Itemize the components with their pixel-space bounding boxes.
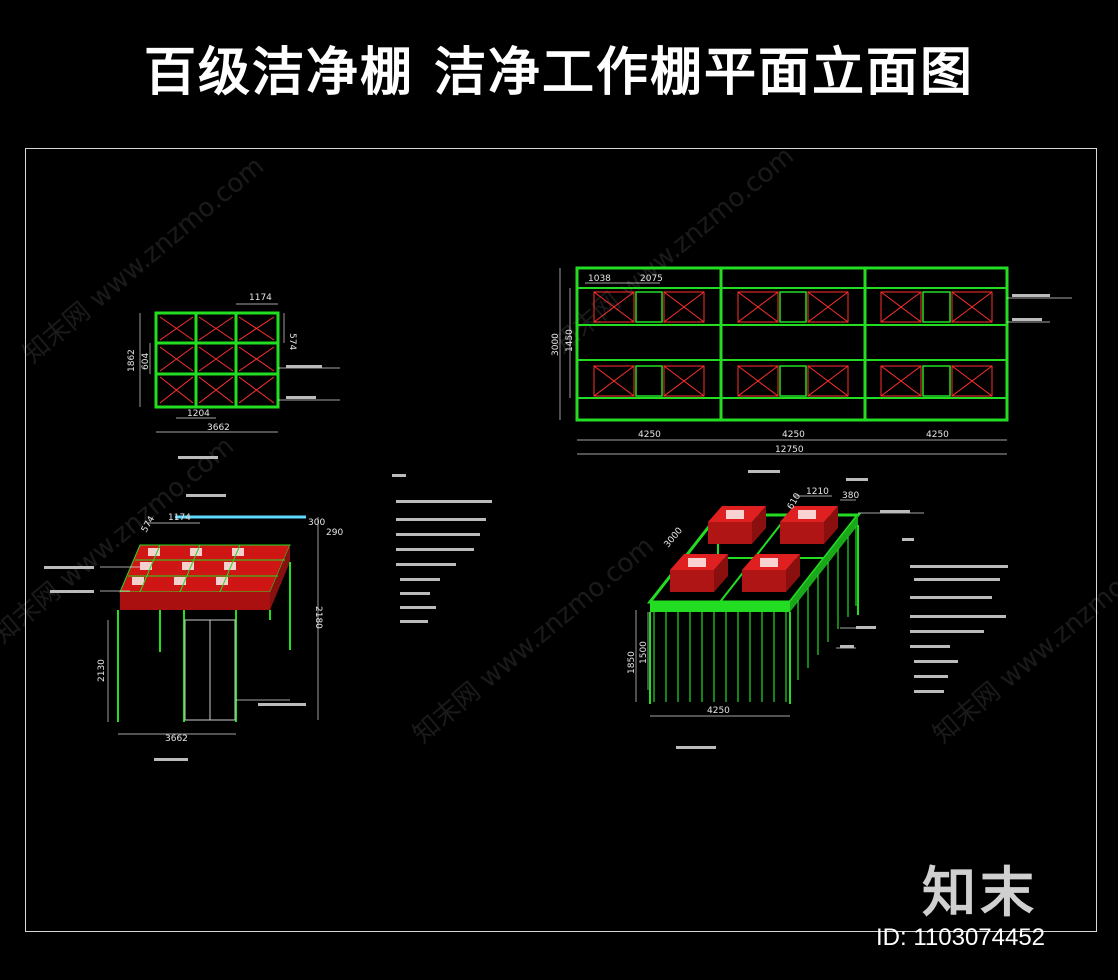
dim-label: 604 bbox=[141, 353, 151, 370]
dim-label: 4250 bbox=[638, 430, 661, 440]
ffu-box bbox=[670, 554, 728, 592]
image-id: ID: 1103074452 bbox=[876, 924, 1046, 951]
dim-label: 2180 bbox=[313, 606, 323, 629]
large-isometric: 1210 610 380 3000 1850 1500 4250 bbox=[627, 470, 1008, 749]
dim-label: 4250 bbox=[926, 430, 949, 440]
dim-label: 1174 bbox=[249, 293, 272, 303]
ffu-box bbox=[742, 554, 800, 592]
large-plan: 1038 2075 3000 1450 4250 4250 4250 12750 bbox=[551, 266, 1072, 455]
dim-label: 2075 bbox=[640, 274, 663, 284]
dim-label: 1850 bbox=[627, 651, 637, 674]
dim-label: 3000 bbox=[551, 333, 561, 356]
small-plan: 1174 574 1862 604 1204 3662 bbox=[127, 293, 340, 459]
dim-label: 380 bbox=[842, 491, 859, 501]
dim-label: 574 bbox=[287, 333, 297, 350]
dim-label: 1450 bbox=[565, 329, 575, 352]
dim-label: 3662 bbox=[207, 423, 230, 433]
dim-label: 1038 bbox=[588, 274, 611, 284]
dim-label: 2130 bbox=[97, 659, 107, 682]
ffu-box bbox=[780, 506, 838, 544]
dim-label: 574 bbox=[140, 514, 157, 534]
dim-label: 4250 bbox=[782, 430, 805, 440]
drawing-title: 百级洁净棚 洁净工作棚平面立面图 bbox=[143, 43, 975, 103]
brand-logo: 知末 bbox=[922, 861, 1038, 924]
drawing-frame bbox=[25, 148, 1097, 932]
dim-label: 3662 bbox=[165, 734, 188, 744]
dim-label: 1210 bbox=[806, 487, 829, 497]
dim-label: 1204 bbox=[187, 409, 210, 419]
notes-block bbox=[392, 474, 492, 623]
dim-label: 1174 bbox=[168, 513, 191, 523]
dim-label: 1500 bbox=[639, 641, 649, 664]
dim-label: 300 bbox=[308, 518, 325, 528]
dim-label: 3000 bbox=[663, 526, 686, 550]
dim-label: 290 bbox=[326, 528, 343, 538]
dim-label: 4250 bbox=[707, 706, 730, 716]
ffu-box bbox=[708, 506, 766, 544]
dim-label: 1862 bbox=[127, 349, 137, 372]
small-elevation: 1174 574 300 290 2180 2130 3662 bbox=[44, 494, 343, 761]
dim-label: 12750 bbox=[775, 445, 804, 455]
